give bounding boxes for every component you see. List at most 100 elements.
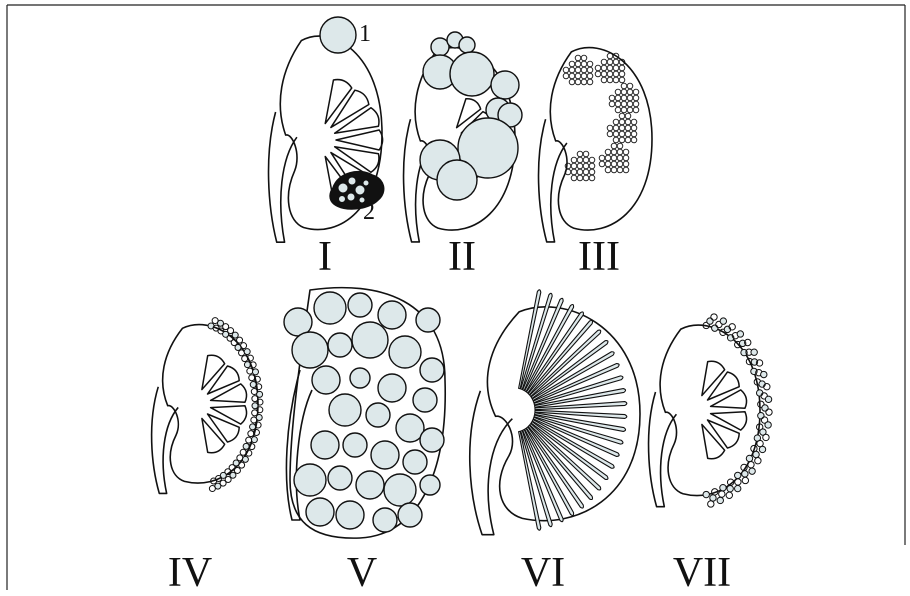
cortical-cyst — [250, 424, 256, 430]
sponge-cyst — [621, 83, 627, 89]
sponge-cyst — [589, 163, 595, 169]
renal-pyramid — [702, 424, 725, 458]
sponge-cyst — [625, 113, 631, 119]
polycystic-cyst — [378, 301, 406, 329]
cortical-cyst — [751, 349, 757, 355]
renal-pyramid — [336, 130, 383, 150]
sponge-cyst — [581, 79, 587, 85]
sponge-cyst — [613, 59, 619, 65]
sponge-cyst — [631, 125, 637, 131]
sponge-cyst — [619, 131, 625, 137]
polycystic-cyst — [348, 293, 372, 317]
sponge-cyst — [595, 65, 601, 71]
sponge-cyst — [625, 119, 631, 125]
sponge-cyst — [571, 169, 577, 175]
sponge-cyst — [607, 77, 613, 83]
sponge-cyst — [627, 107, 633, 113]
sponge-cyst — [569, 67, 575, 73]
sponge-cyst — [575, 73, 581, 79]
cortical-cyst — [711, 314, 717, 320]
mass-loculus — [363, 180, 369, 186]
sponge-cyst — [621, 89, 627, 95]
sponge-cyst — [633, 95, 639, 101]
renal-pyramid — [211, 384, 247, 402]
polycystic-cyst — [329, 394, 361, 426]
cortical-cyst — [759, 446, 765, 452]
sponge-cyst — [621, 95, 627, 101]
sponge-cyst — [587, 61, 593, 67]
sponge-cyst — [613, 137, 619, 143]
cortical-cyst — [737, 331, 743, 337]
polycystic-cyst — [350, 368, 370, 388]
sponge-cyst — [569, 79, 575, 85]
sponge-cyst — [633, 101, 639, 107]
polycystic-cyst — [373, 508, 397, 532]
sponge-cyst — [619, 113, 625, 119]
cortical-cyst — [766, 409, 772, 415]
cyst — [437, 160, 477, 200]
renal-pyramid — [711, 390, 747, 408]
panel-label-IV: IV — [168, 552, 212, 594]
renal-pyramid — [202, 355, 225, 389]
sponge-cyst — [625, 131, 631, 137]
panel-label-I: I — [318, 236, 332, 278]
cortical-cyst — [761, 371, 767, 377]
sponge-cyst — [617, 149, 623, 155]
sponge-cyst — [607, 59, 613, 65]
sponge-cyst — [611, 155, 617, 161]
renal-pyramid — [207, 414, 239, 442]
cortical-cyst — [243, 443, 249, 449]
sponge-cyst — [575, 55, 581, 61]
cortical-cyst — [735, 485, 741, 491]
sponge-cyst — [607, 71, 613, 77]
polycystic-cyst — [312, 366, 340, 394]
sponge-cyst — [581, 55, 587, 61]
polycystic-cyst — [311, 431, 339, 459]
sponge-cyst — [589, 169, 595, 175]
renal-pyramid — [711, 412, 747, 430]
sponge-cyst — [583, 169, 589, 175]
sponge-cyst — [611, 161, 617, 167]
sponge-cyst — [619, 125, 625, 131]
sponge-cyst — [609, 95, 615, 101]
sponge-cyst — [627, 89, 633, 95]
sponge-cyst — [617, 155, 623, 161]
sponge-cyst — [587, 79, 593, 85]
sponge-cyst — [633, 107, 639, 113]
cortical-cyst — [763, 434, 769, 440]
sponge-cyst — [571, 157, 577, 163]
polycystic-cyst — [356, 471, 384, 499]
cortical-cyst — [748, 461, 754, 467]
callout-2-label: 2 — [363, 200, 375, 224]
sponge-cyst — [623, 161, 629, 167]
cortical-cyst — [749, 468, 755, 474]
polycystic-cyst — [371, 441, 399, 469]
cortical-cyst — [735, 472, 741, 478]
cortical-cyst — [252, 369, 258, 375]
cortical-cyst — [237, 337, 243, 343]
sponge-cyst — [621, 107, 627, 113]
sponge-cyst — [571, 163, 577, 169]
sponge-cyst — [571, 175, 577, 181]
sponge-cyst — [565, 163, 571, 169]
sponge-cyst — [577, 163, 583, 169]
sponge-cyst — [613, 119, 619, 125]
sponge-cyst — [613, 65, 619, 71]
cortical-cyst — [247, 368, 253, 374]
cortical-cyst — [726, 492, 732, 498]
ureter-outline — [286, 370, 312, 520]
sponge-cyst — [615, 107, 621, 113]
polycystic-cyst — [416, 308, 440, 332]
cyst — [450, 52, 494, 96]
cortical-cyst — [742, 471, 748, 477]
sponge-cyst — [625, 125, 631, 131]
sponge-cyst — [587, 73, 593, 79]
sponge-cyst — [609, 101, 615, 107]
sponge-cyst — [619, 77, 625, 83]
sponge-cyst — [605, 149, 611, 155]
cortical-cyst — [765, 396, 771, 402]
sponge-cyst — [577, 157, 583, 163]
sponge-cyst — [607, 65, 613, 71]
